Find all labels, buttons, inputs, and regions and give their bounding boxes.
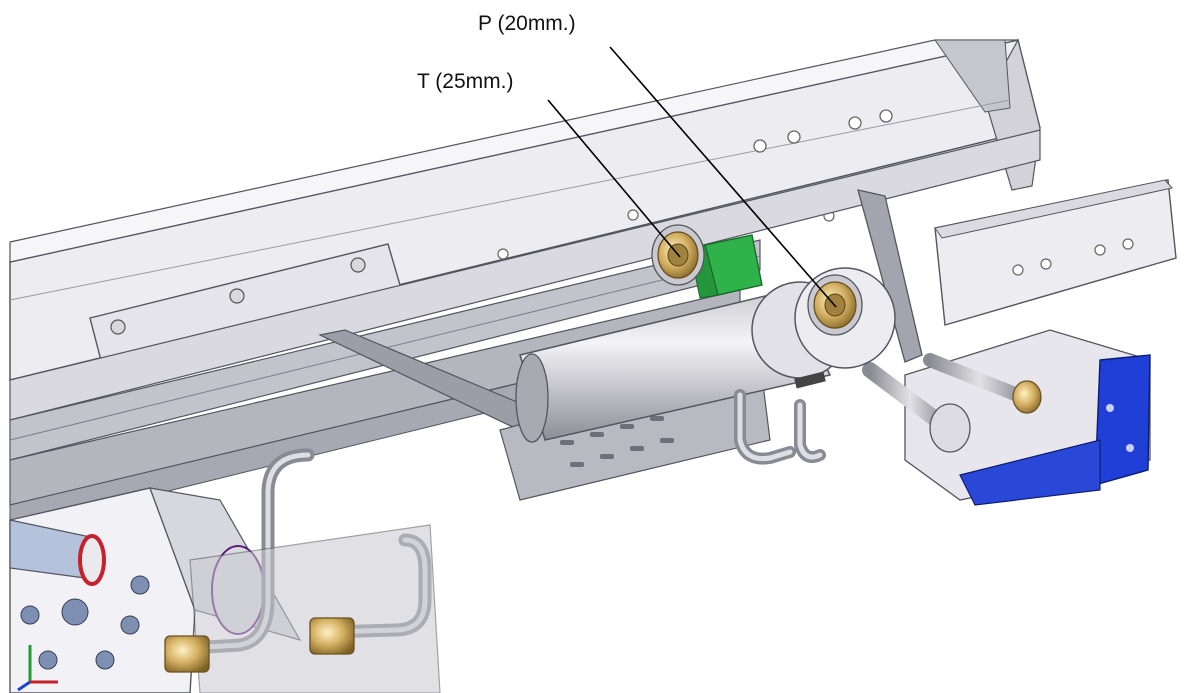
t-port-label: T (25mm.) — [417, 70, 514, 93]
lower-brass-fittings — [164, 617, 355, 673]
right-beam — [934, 179, 1177, 326]
t-leader-line — [547, 99, 681, 258]
p-port-label: P (20mm.) — [478, 12, 576, 35]
cylinder-pipes — [734, 389, 826, 465]
axis-triad-icon — [17, 645, 58, 692]
actuator-rods — [862, 353, 1042, 453]
p-leader-line — [609, 46, 837, 308]
